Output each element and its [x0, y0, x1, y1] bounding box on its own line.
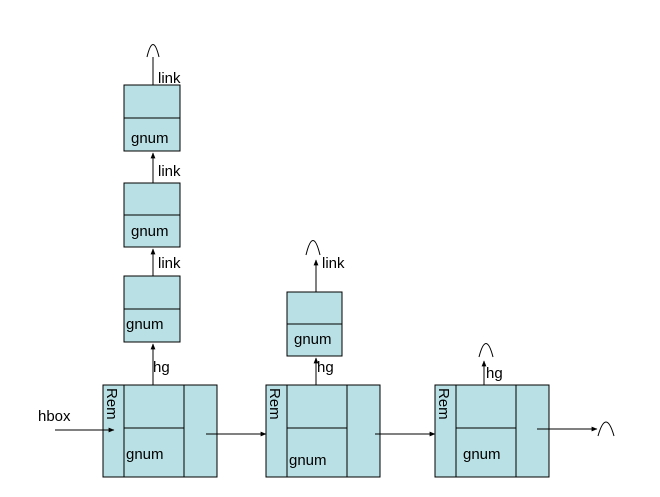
gnum-label: gnum: [294, 331, 332, 348]
rem-label: Rem: [435, 388, 452, 420]
link-label: link: [158, 255, 181, 272]
gnum-label: gnum: [463, 446, 501, 463]
stack-node-single: gnum: [286, 291, 343, 357]
gnum-label: gnum: [289, 452, 327, 469]
stack-node-top: gnum: [123, 84, 181, 152]
null-terminator-icon: [597, 421, 615, 437]
gnum-label: gnum: [131, 130, 169, 147]
main-node-3: Rem gnum: [434, 384, 550, 478]
null-terminator-icon: [478, 343, 494, 358]
main-node-2: Rem gnum: [265, 384, 381, 478]
gnum-label: gnum: [126, 316, 164, 333]
null-terminator-icon: [146, 44, 160, 58]
null-terminator-icon: [305, 240, 321, 256]
hbox-label: hbox: [38, 408, 71, 425]
hg-label: hg: [317, 359, 334, 376]
link-label: link: [158, 70, 181, 87]
main-node-1: Rem gnum: [102, 384, 218, 478]
link-label: link: [158, 163, 181, 180]
stack-node-bottom: gnum: [123, 275, 181, 343]
gnum-label: gnum: [131, 223, 169, 240]
rem-label: Rem: [103, 388, 120, 420]
rem-label: Rem: [266, 388, 283, 420]
gnum-label: gnum: [126, 446, 164, 463]
hg-label: hg: [153, 359, 170, 376]
hg-label: hg: [486, 365, 503, 382]
link-label: link: [322, 255, 345, 272]
stack-node-middle: gnum: [123, 182, 181, 248]
